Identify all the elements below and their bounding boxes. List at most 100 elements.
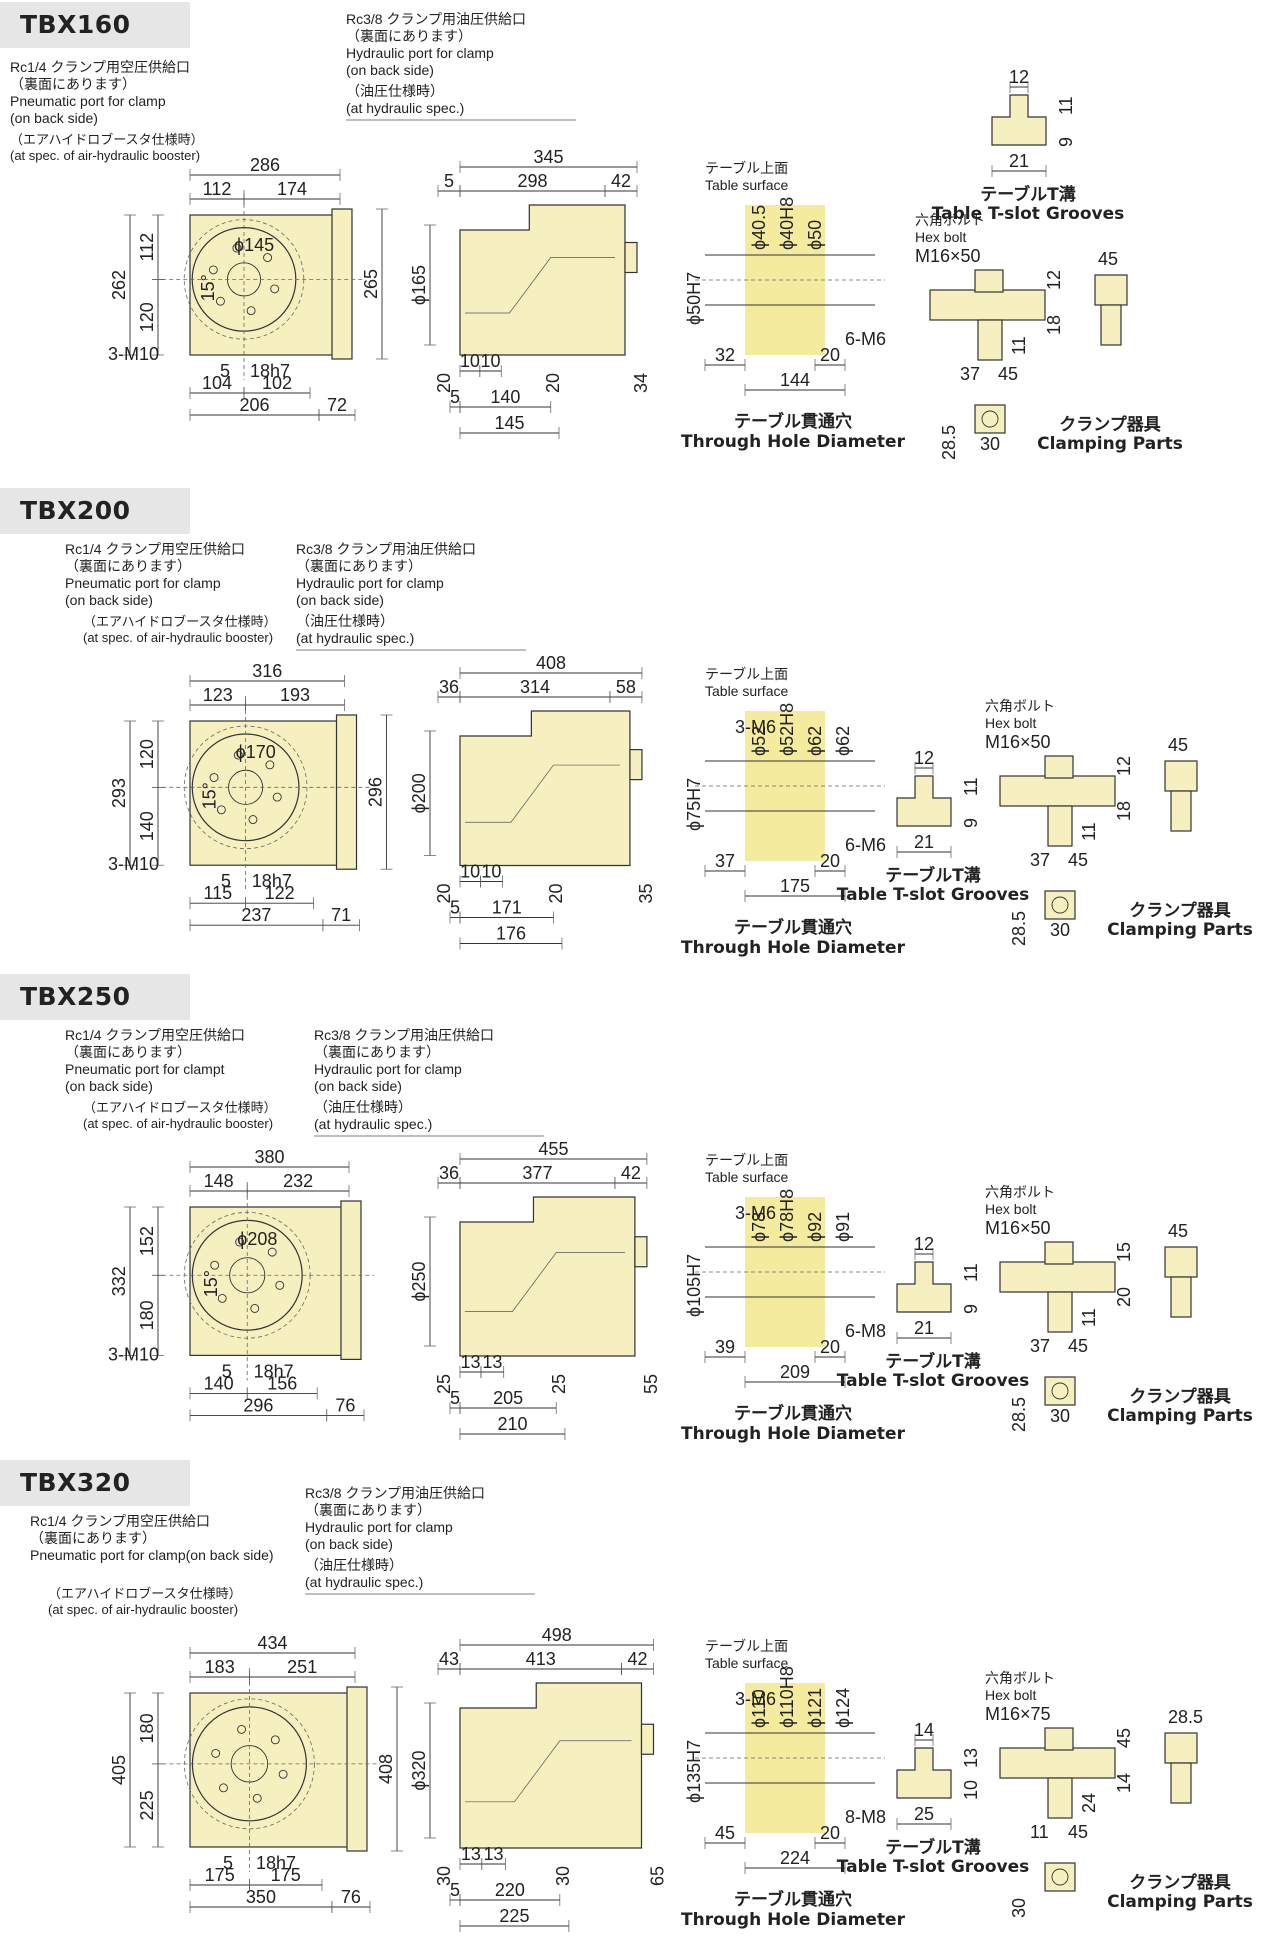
booster-label-en: (at spec. of air-hydraulic booster) [48, 1602, 238, 1617]
clamp-caption-jp: クランプ器具 [1129, 900, 1231, 921]
dim-clamp: 11 [1079, 822, 1099, 841]
dim-side-base-h: 20 [434, 883, 454, 903]
dim-tslot-bottom: 9 [961, 1304, 981, 1314]
dim-tslot-bottom: 9 [961, 818, 981, 828]
air-port-back-jp: （裏面にあります） [10, 76, 136, 92]
hex-bolt-size: M16×75 [985, 1704, 1051, 1724]
dim-side-rear-base: 65 [648, 1866, 668, 1886]
dim-side-foot1: 10 [460, 862, 480, 882]
clamp-caption-en: Clamping Parts [1107, 920, 1253, 940]
hex-bolt-size: M16×50 [985, 1218, 1051, 1238]
dim-clamp: 15 [1114, 1242, 1134, 1262]
through-hole-caption-en: Through Hole Diameter [681, 1910, 906, 1930]
dim-side-front-offset: 5 [444, 171, 454, 191]
dim-offset-right: 174 [277, 179, 307, 199]
dim-clamp: 30 [980, 434, 1000, 454]
air-port-back-jp: （裏面にあります） [65, 1044, 191, 1060]
dim-side-base-h: 30 [434, 1866, 454, 1886]
dim-clamp: 30 [1050, 920, 1070, 940]
dim-clamp: 14 [1114, 1773, 1134, 1793]
hyd-port-back-en: (on back side) [346, 62, 434, 78]
hyd-spec-label-jp: （油圧仕様時） [296, 613, 394, 629]
dim-tslot-bottom: 10 [961, 1780, 981, 1800]
table-surface-label-en: Table surface [705, 1655, 788, 1671]
hyd-port-label-jp: Rc3/8 クランプ用油圧供給口 [296, 541, 476, 557]
dim-clamp: 24 [1079, 1793, 1099, 1813]
hex-bolt-label-en: Hex bolt [985, 1687, 1036, 1703]
hyd-spec-label-jp: （油圧仕様時） [305, 1557, 403, 1573]
dim-clamp: 20 [1114, 1287, 1134, 1307]
dim-clamp: 37 [960, 364, 980, 384]
dim-side-base-h: 25 [434, 1374, 454, 1394]
dim-key-width: 18h7 [254, 1361, 294, 1381]
dim-hole-dia: ϕ50 [805, 220, 825, 250]
dim-overhang: 76 [335, 1395, 355, 1415]
dim-side-front-offset: 36 [439, 677, 459, 697]
dim-tslot-top: 11 [1056, 96, 1076, 115]
thread-callout: 6-M6 [845, 329, 886, 349]
hex-bolt-label-jp: 六角ボルト [915, 212, 985, 228]
dim-bore: ϕ135H7 [684, 1740, 704, 1803]
thread-callout: 3-M6 [735, 1203, 776, 1223]
dim-offset-left: 183 [205, 1657, 235, 1677]
dim-angle: 15° [201, 1270, 221, 1297]
dim-side-base-offset: 5 [450, 898, 460, 918]
air-port-label-jp: Rc1/4 クランプ用空圧供給口 [65, 541, 245, 557]
dim-key-offset: 5 [220, 361, 230, 381]
dim-width: 434 [257, 1633, 287, 1653]
model-title: TBX160 [20, 10, 131, 39]
hex-bolt-label-en: Hex bolt [985, 715, 1036, 731]
clamp-caption-en: Clamping Parts [1107, 1406, 1253, 1426]
dim-clamp: 11 [1030, 1822, 1049, 1842]
dim-width: 380 [254, 1147, 284, 1167]
dim-key-offset: 5 [223, 1853, 233, 1873]
dim-base-left: 115 [203, 883, 232, 903]
dim-center-upper: 112 [137, 233, 157, 262]
hyd-port-back-jp: （裏面にあります） [305, 1502, 431, 1518]
dim-tslot-width: 12 [1009, 67, 1029, 87]
thread-callout: 3-M6 [735, 1689, 776, 1709]
air-port-label-en: Pneumatic port for clamp(on back side) [30, 1547, 274, 1563]
dim-side-length: 408 [536, 653, 566, 673]
dim-side-base-total: 225 [499, 1906, 529, 1926]
dim-side-front-offset: 43 [439, 1649, 459, 1669]
dim-height: 293 [109, 778, 129, 808]
hex-bolt-label-jp: 六角ボルト [985, 1184, 1055, 1200]
tslot-caption-en: Table T-slot Grooves [837, 1371, 1030, 1391]
dim-clamp: 28.5 [1009, 1397, 1029, 1432]
dim-hole-span: 224 [780, 1848, 810, 1868]
dim-side-rear-base: 34 [631, 373, 651, 393]
dim-hole-left: 45 [715, 1823, 735, 1843]
dim-side-rear-h: 20 [543, 373, 563, 393]
dim-clamp: 28.5 [1168, 1707, 1203, 1727]
table-surface-label-jp: テーブル上面 [705, 160, 788, 176]
dim-center-upper: 152 [137, 1226, 157, 1256]
through-hole-caption-jp: テーブル貫通穴 [734, 917, 852, 938]
dim-clamp: 28.5 [939, 425, 959, 460]
dim-clamp: 45 [1068, 1336, 1088, 1356]
dim-hole-dia: ϕ40.5 [749, 205, 769, 250]
air-port-back-jp: （裏面にあります） [65, 558, 191, 574]
through-hole-caption-en: Through Hole Diameter [681, 938, 906, 958]
dim-base-left: 175 [205, 1865, 235, 1885]
dim-clamp: 45 [1068, 850, 1088, 870]
dim-side-rear-base: 55 [641, 1374, 661, 1394]
tslot-caption-en: Table T-slot Grooves [837, 1857, 1030, 1877]
dim-hole-dia: ϕ124 [833, 1688, 853, 1728]
air-port-label-jp: Rc1/4 クランプ用空圧供給口 [10, 59, 190, 75]
dim-side-foot2: 10 [481, 351, 501, 371]
dim-clamp: 18 [1114, 801, 1134, 821]
dim-hole-dia: ϕ92 [805, 1212, 825, 1242]
air-port-label-en: Pneumatic port for clampt [65, 1061, 225, 1077]
hyd-port-back-jp: （裏面にあります） [346, 28, 472, 44]
dim-clamp: 45 [998, 364, 1018, 384]
tslot-caption-jp: テーブルT溝 [980, 184, 1076, 205]
through-hole-caption-en: Through Hole Diameter [681, 1424, 906, 1444]
dim-center-lower: 120 [137, 302, 157, 332]
dim-side-body: 314 [520, 677, 550, 697]
hyd-spec-label-en: (at hydraulic spec.) [296, 630, 414, 646]
dim-key-offset: 5 [221, 871, 231, 891]
